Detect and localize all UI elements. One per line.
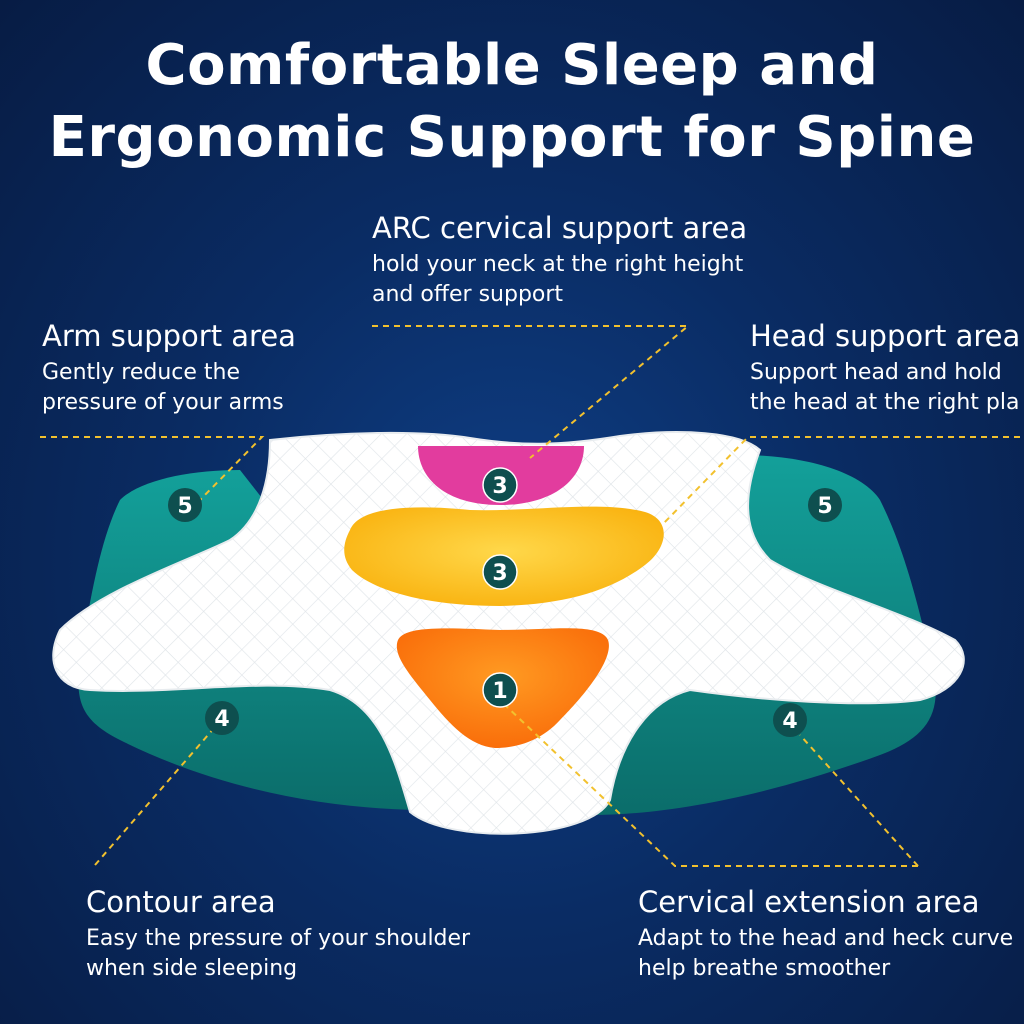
callout-head-desc: Support head and hold the head at the ri… bbox=[750, 358, 1020, 418]
marker-arc-top: 3 bbox=[482, 467, 518, 503]
callout-arc-desc-line2: and offer support bbox=[372, 282, 564, 307]
title-line-1: Comfortable Sleep and bbox=[145, 33, 879, 98]
callout-extension-heading: Cervical extension area bbox=[638, 885, 980, 919]
callout-extension-desc-line1: Adapt to the head and heck curve bbox=[638, 926, 1014, 951]
leader-arm bbox=[40, 436, 265, 501]
callout-contour-desc: Easy the pressure of your shoulder when … bbox=[86, 924, 470, 984]
marker-right-wing: 5 bbox=[808, 488, 842, 522]
callout-contour-desc-line2: when side sleeping bbox=[86, 956, 298, 981]
callout-head-desc-line2: the head at the right pla bbox=[750, 390, 1020, 415]
callout-head-desc-line1: Support head and hold bbox=[750, 360, 1002, 385]
callout-arm-heading: Arm support area bbox=[42, 319, 296, 353]
svg-text:3: 3 bbox=[492, 474, 507, 499]
callout-extension-desc: Adapt to the head and heck curve help br… bbox=[638, 924, 1013, 984]
svg-text:5: 5 bbox=[177, 494, 192, 519]
marker-left-side: 4 bbox=[205, 701, 239, 735]
callout-contour-desc-line1: Easy the pressure of your shoulder bbox=[86, 926, 471, 951]
callout-arm-desc-line1: Gently reduce the bbox=[42, 360, 241, 385]
callout-arc-heading: ARC cervical support area bbox=[372, 211, 748, 245]
leader-head bbox=[661, 436, 1020, 526]
callout-arm-desc: Gently reduce the pressure of your arms bbox=[42, 358, 296, 418]
marker-right-side: 4 bbox=[773, 703, 807, 737]
callout-cervical-extension: Cervical extension area Adapt to the hea… bbox=[638, 884, 1013, 984]
callout-arc-cervical: ARC cervical support area hold your neck… bbox=[372, 210, 747, 310]
callout-head-heading: Head support area bbox=[750, 319, 1021, 353]
svg-text:1: 1 bbox=[492, 679, 507, 704]
leader-lines bbox=[40, 325, 1020, 867]
callout-arm-desc-line2: pressure of your arms bbox=[42, 390, 284, 415]
callout-arc-desc-line1: hold your neck at the right height bbox=[372, 252, 744, 277]
leader-right-side bbox=[799, 734, 919, 867]
callout-extension-desc-line2: help breathe smoother bbox=[638, 956, 891, 981]
marker-left-wing: 5 bbox=[168, 488, 202, 522]
svg-text:4: 4 bbox=[782, 709, 797, 734]
svg-text:3: 3 bbox=[492, 561, 507, 586]
callout-head-support: Head support area Support head and hold … bbox=[750, 318, 1020, 418]
svg-text:5: 5 bbox=[817, 494, 832, 519]
marker-middle: 3 bbox=[482, 554, 518, 590]
page-title: Comfortable Sleep and Ergonomic Support … bbox=[0, 30, 1024, 174]
callout-contour: Contour area Easy the pressure of your s… bbox=[86, 884, 470, 984]
callout-arm-support: Arm support area Gently reduce the press… bbox=[42, 318, 296, 418]
leader-contour bbox=[94, 726, 216, 866]
marker-center: 1 bbox=[482, 672, 518, 708]
leader-arc bbox=[372, 325, 691, 459]
callout-arc-desc: hold your neck at the right height and o… bbox=[372, 250, 747, 310]
callout-contour-heading: Contour area bbox=[86, 885, 276, 919]
title-line-2: Ergonomic Support for Spine bbox=[48, 105, 976, 170]
svg-text:4: 4 bbox=[214, 707, 229, 732]
leader-extension bbox=[504, 704, 918, 867]
